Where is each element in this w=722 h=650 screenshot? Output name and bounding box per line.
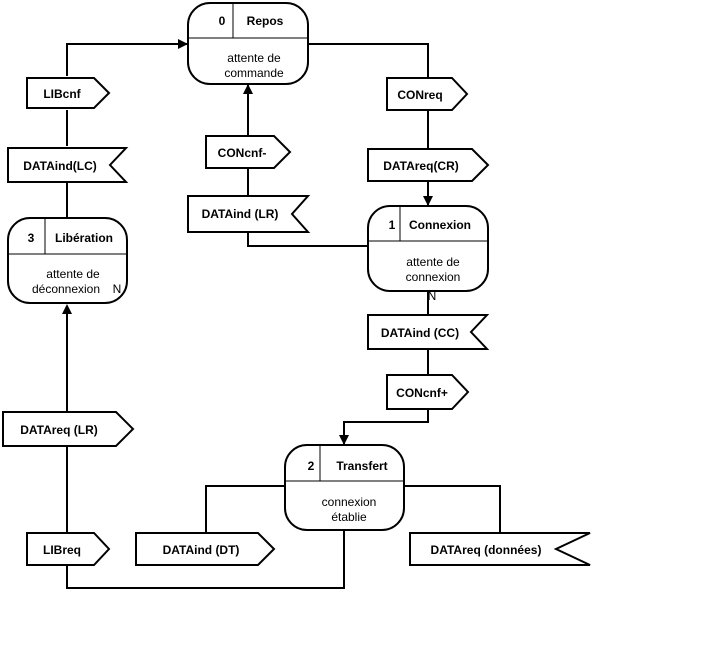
signal-libcnf: LIBcnf	[26, 77, 111, 109]
wire-repos-to-conreq	[308, 43, 429, 78]
transition-lines	[66, 43, 501, 589]
state-liberation-line1: attente de	[46, 267, 100, 281]
signal-datareq-cr: DATAreq(CR)	[367, 148, 490, 182]
state-connexion-line1: attente de	[406, 255, 460, 269]
state-repos-number: 0	[219, 14, 226, 28]
signal-dataind-cc: DATAind (CC)	[367, 314, 490, 350]
state-transfert-name: Transfert	[336, 459, 387, 473]
signal-datareq-donnees: DATAreq (données)	[409, 532, 591, 566]
signal-dataind-lc-label: DATAind(LC)	[23, 159, 97, 173]
state-repos-line2: commande	[224, 66, 284, 80]
state-connexion-mark: N	[428, 289, 437, 303]
arrowhead-into-repos-bottom	[243, 84, 253, 94]
signal-dataind-lr-top-label: DATAind (LR)	[202, 207, 279, 221]
state-connexion-number: 1	[389, 218, 396, 232]
state-connexion-line2: connexion	[406, 270, 461, 284]
state-transfert-number: 2	[308, 459, 315, 473]
arrowheads	[62, 39, 433, 445]
signal-conreq: CONreq	[386, 77, 469, 111]
signal-libreq: LIBreq	[26, 532, 111, 566]
state-repos-name: Repos	[247, 14, 284, 28]
state-transfert: 2 Transfert connexion établie	[284, 444, 405, 531]
arrowhead-into-transfert	[339, 435, 349, 445]
signal-conreq-label: CONreq	[397, 88, 442, 102]
arrowhead-into-repos-left	[178, 39, 188, 49]
state-liberation-name: Libération	[55, 231, 113, 245]
signal-libreq-label: LIBreq	[43, 543, 81, 557]
state-liberation: 3 Libération attente de déconnexion N	[7, 217, 128, 304]
wire-libcnf-to-repos	[66, 43, 188, 76]
wire-transfert-to-datareq-donnees	[404, 485, 501, 532]
arrowhead-into-liberation	[62, 304, 72, 314]
signal-datareq-cr-label: DATAreq(CR)	[383, 159, 459, 173]
signal-dataind-lr-top: DATAind (LR)	[187, 195, 311, 233]
wire-concnf-plus-to-transfert	[343, 409, 429, 445]
signal-libcnf-label: LIBcnf	[43, 87, 81, 101]
wire-connexion-to-dataind-lr	[247, 231, 368, 247]
signal-concnf-minus: CONcnf-	[205, 135, 292, 169]
signal-datareq-lr: DATAreq (LR)	[2, 411, 135, 447]
signal-concnf-plus-label: CONcnf+	[396, 386, 448, 400]
state-liberation-mark: N	[113, 282, 122, 296]
wire-transfert-to-dataind-dt	[205, 485, 285, 532]
state-transfert-line1: connexion	[322, 495, 377, 509]
signal-dataind-lc: DATAind(LC)	[7, 147, 129, 183]
state-connexion: 1 Connexion attente de connexion N	[367, 205, 489, 303]
state-connexion-name: Connexion	[409, 218, 471, 232]
arrowhead-into-connexion	[423, 196, 433, 206]
signal-dataind-dt-label: DATAind (DT)	[163, 543, 240, 557]
wire-transfert-to-libreq	[66, 530, 345, 589]
signal-datareq-lr-label: DATAreq (LR)	[20, 423, 98, 437]
signal-concnf-plus: CONcnf+	[386, 374, 470, 410]
signal-dataind-dt: DATAind (DT)	[135, 532, 276, 566]
signal-dataind-cc-label: DATAind (CC)	[381, 326, 459, 340]
signal-concnf-minus-label: CONcnf-	[218, 146, 267, 160]
state-liberation-line2: déconnexion	[32, 282, 100, 296]
signal-datareq-donnees-label: DATAreq (données)	[431, 543, 542, 557]
state-repos-line1: attente de	[227, 51, 281, 65]
state-repos: 0 Repos attente de commande	[187, 2, 309, 85]
state-liberation-number: 3	[28, 231, 35, 245]
state-transfert-line2: établie	[331, 510, 367, 524]
